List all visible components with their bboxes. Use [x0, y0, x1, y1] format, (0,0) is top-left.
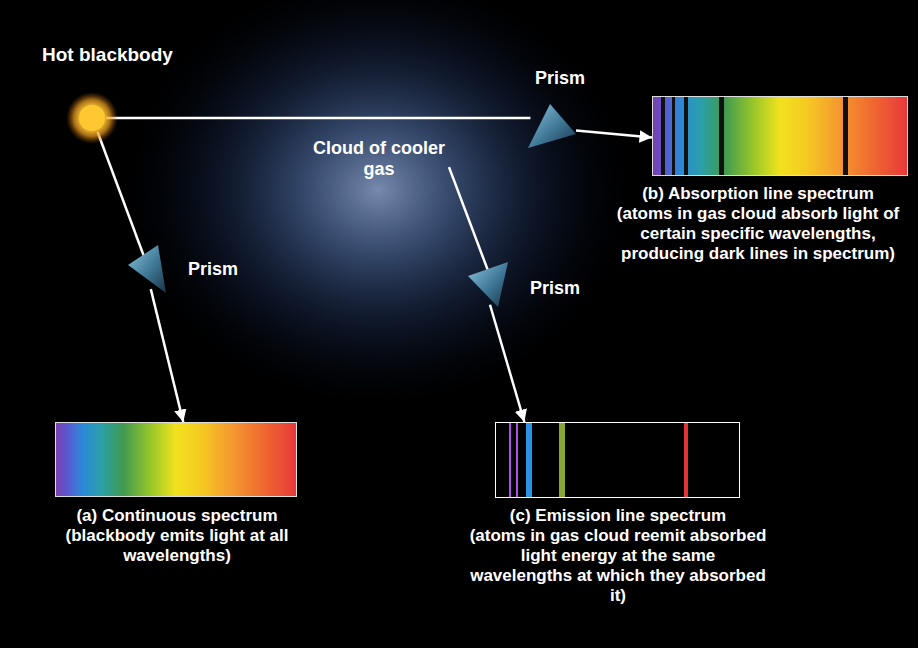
spectrum-description: (atoms in gas cloud reemit absorbed ligh…	[468, 526, 768, 606]
text-group: Prism	[188, 259, 238, 280]
prism-triangle	[128, 245, 166, 293]
blackbody-core	[79, 105, 105, 131]
emission-line	[526, 423, 532, 497]
absorption-line	[684, 97, 688, 175]
emission-line	[684, 423, 688, 497]
prism-triangle	[468, 262, 508, 307]
shape-label: Prism	[530, 278, 580, 299]
light-ray	[106, 117, 530, 120]
gas-cloud-label: Cloud of cooler gas	[313, 138, 445, 185]
text-group: Prism	[530, 278, 580, 299]
emission-line	[516, 423, 518, 497]
prism-shape	[468, 262, 512, 307]
absorption-line	[719, 97, 724, 175]
text-group: (b) Absorption line spectrum(atoms in ga…	[607, 184, 909, 264]
spectrum-heading: (c) Emission line spectrum	[468, 506, 768, 526]
spectrum-description: (atoms in gas cloud absorb light of cert…	[607, 204, 909, 264]
text-group: Prism	[535, 68, 585, 89]
text-group: (c) Emission line spectrum(atoms in gas …	[468, 506, 768, 606]
gas-cloud	[128, 0, 628, 405]
light-ray	[449, 167, 488, 270]
text-group: Cloud of cooler gas	[313, 138, 445, 180]
prism: Prism	[528, 104, 576, 148]
shape-label: Hot blackbody	[42, 44, 173, 66]
continuous-spectrum: (a) Continuous spectrum(blackbody emits …	[55, 422, 297, 497]
shape-label: Cloud of cooler gas	[313, 138, 445, 180]
prism: Prism	[468, 262, 512, 307]
light-ray	[576, 130, 652, 137]
emission-line	[559, 423, 565, 497]
spectrum-heading: (a) Continuous spectrum	[36, 506, 318, 526]
text-group: Hot blackbody	[42, 44, 173, 66]
text-group: (a) Continuous spectrum(blackbody emits …	[36, 506, 318, 566]
emission-spectrum: (c) Emission line spectrum(atoms in gas …	[495, 422, 740, 498]
blackbody-halo	[66, 92, 118, 144]
prism-shape	[128, 245, 166, 293]
light-ray	[98, 132, 146, 259]
spectrum-description: (blackbody emits light at all wavelength…	[36, 526, 318, 566]
absorption-spectrum: (b) Absorption line spectrum(atoms in ga…	[652, 96, 908, 176]
prism-shape	[528, 104, 576, 148]
blackbody-glow	[78, 104, 106, 132]
absorption-line	[661, 97, 665, 175]
absorption-line	[672, 97, 675, 175]
blackbody-source: Hot blackbody	[78, 104, 106, 132]
absorption-line	[843, 97, 848, 175]
prism: Prism	[128, 245, 166, 293]
light-ray	[490, 305, 524, 422]
emission-line	[509, 423, 511, 497]
shape-label: Prism	[535, 68, 585, 89]
spectrum-heading: (b) Absorption line spectrum	[607, 184, 909, 204]
prism-triangle	[528, 104, 576, 148]
shape-label: Prism	[188, 259, 238, 280]
light-ray	[151, 289, 183, 422]
